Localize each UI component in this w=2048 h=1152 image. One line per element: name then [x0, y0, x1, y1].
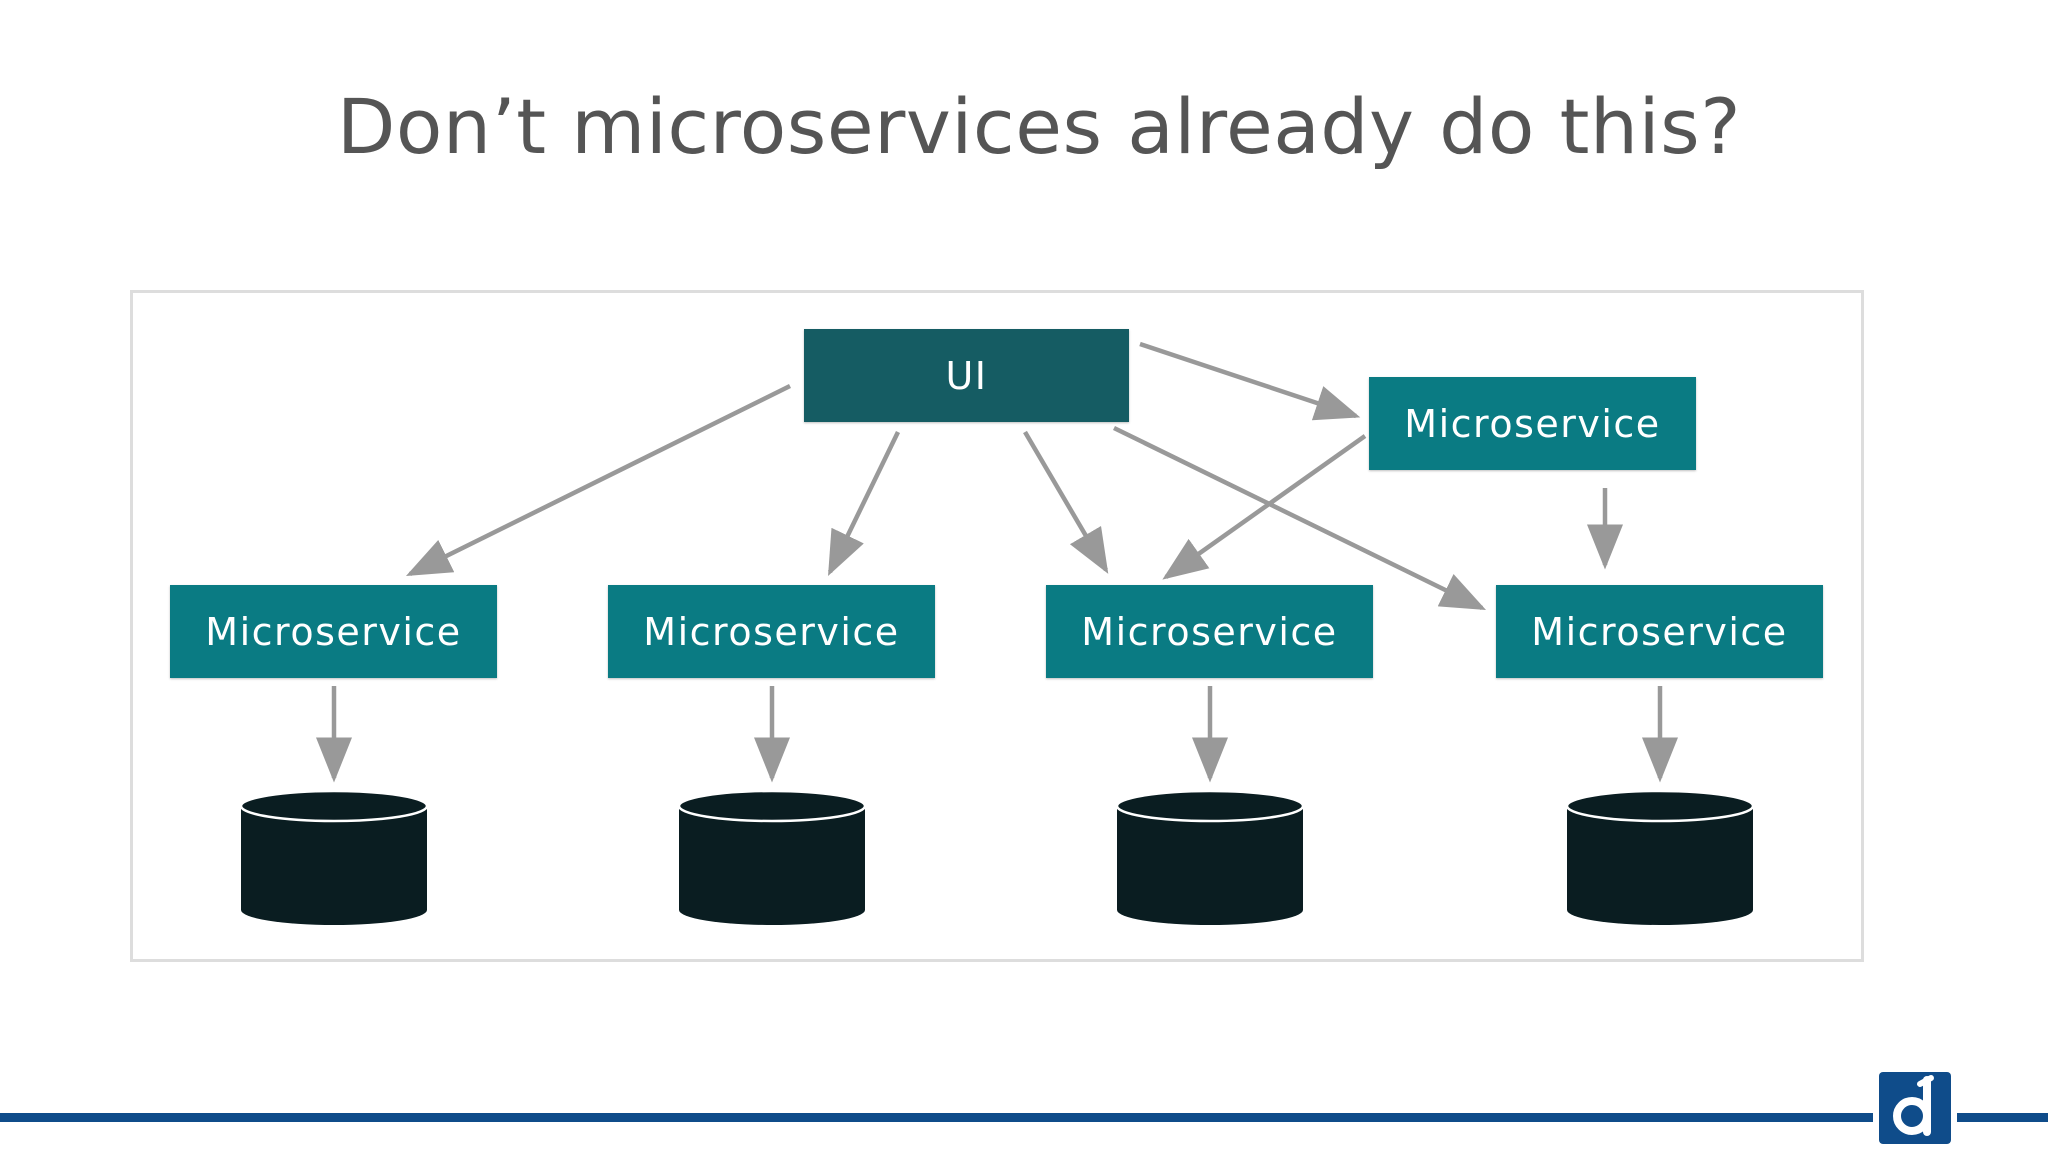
arrow-ui-to-ms4 [1113, 425, 1487, 611]
arrow-ui-to-ms3 [1023, 430, 1109, 574]
arrow-ui-to-ms1 [405, 383, 791, 577]
database-icon [239, 789, 429, 925]
footer-brand-line [0, 1113, 2048, 1122]
arrow-ms-top-to-ms3 [1162, 434, 1367, 580]
database-icon [677, 789, 867, 925]
microservice-node-1: Microservice [170, 585, 497, 678]
ui-node: UI [804, 329, 1129, 422]
microservice-node-2: Microservice [608, 585, 935, 678]
microservice-node-top: Microservice [1369, 377, 1696, 470]
brand-logo-glyph [1893, 1075, 1934, 1136]
arrow-ui-to-ms-top [1139, 341, 1361, 421]
brand-logo-icon [1879, 1072, 1951, 1144]
microservice-node-3: Microservice [1046, 585, 1373, 678]
microservice-node-label: Microservice [205, 609, 462, 654]
microservice-node-label: Microservice [1404, 401, 1661, 446]
database-icon [1115, 789, 1305, 925]
database-icon [1565, 789, 1755, 925]
microservice-node-label: Microservice [643, 609, 900, 654]
slide-title: Don’t microservices already do this? [336, 82, 1742, 171]
microservice-node-label: Microservice [1531, 609, 1788, 654]
microservice-node-4: Microservice [1496, 585, 1823, 678]
arrow-ui-to-ms2 [827, 431, 901, 577]
microservice-node-label: Microservice [1081, 609, 1338, 654]
ui-node-label: UI [945, 353, 988, 398]
